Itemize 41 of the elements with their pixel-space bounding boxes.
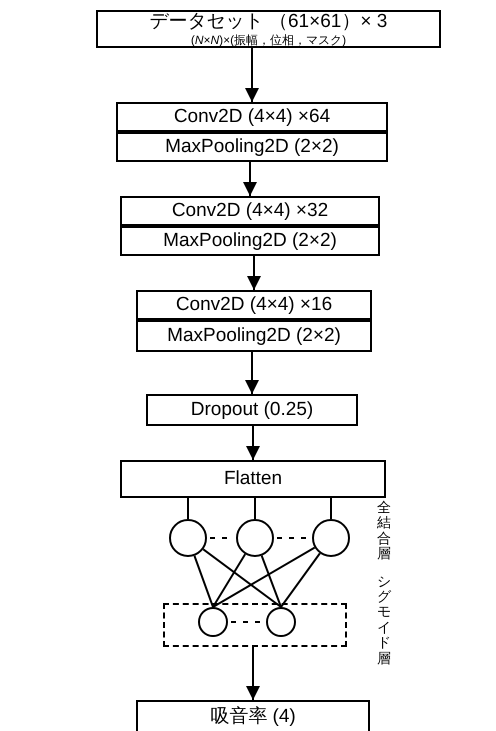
- layer-label: 吸音率 (4): [210, 706, 296, 728]
- dashed-group-box: [163, 603, 347, 647]
- arrow: [245, 352, 259, 394]
- layer-label: MaxPooling2D (2×2): [163, 230, 337, 252]
- arrow: [247, 256, 261, 290]
- arrow: [243, 162, 257, 196]
- layer-box: [146, 394, 358, 426]
- connector-line: [260, 555, 282, 608]
- arrow: [246, 647, 260, 700]
- connector-line: [212, 546, 316, 608]
- connector-line: [202, 548, 282, 608]
- vertical-layer-label: シグモイド層: [377, 574, 391, 666]
- layer-box: [120, 196, 380, 226]
- layer-label: Dropout (0.25): [190, 399, 314, 421]
- layer-label: Conv2D (4×4) ×64: [174, 106, 330, 128]
- layer-label: Conv2D (4×4) ×32: [172, 200, 328, 222]
- connector-line: [194, 556, 214, 608]
- layer-box: [116, 132, 388, 162]
- connector-line: [280, 552, 321, 608]
- layer-box: [116, 102, 388, 132]
- layer-box: [120, 460, 386, 498]
- layer-box: [136, 700, 370, 731]
- layer-box: [120, 226, 380, 256]
- connector-line: [254, 498, 256, 519]
- layer-label: Flatten: [224, 468, 282, 490]
- layer-box: [96, 10, 441, 48]
- arrow: [246, 426, 260, 460]
- layer-sublabel: (N×N)×(振幅，位相，マスク): [190, 33, 346, 47]
- layer-label: データセット （61×61）× 3: [150, 11, 388, 33]
- layer-box: [136, 320, 372, 352]
- layer-label: MaxPooling2D (2×2): [167, 325, 341, 347]
- connector-line: [187, 498, 189, 519]
- vertical-layer-label: 全結合層: [377, 500, 391, 562]
- arrow: [245, 48, 259, 102]
- layer-label: Conv2D (4×4) ×16: [176, 294, 332, 316]
- layer-box: [136, 290, 372, 320]
- connector-line: [330, 498, 332, 519]
- layer-label: MaxPooling2D (2×2): [165, 136, 339, 158]
- connector-line: [231, 621, 263, 623]
- connector-line: [277, 537, 309, 539]
- connector-line: [212, 554, 246, 608]
